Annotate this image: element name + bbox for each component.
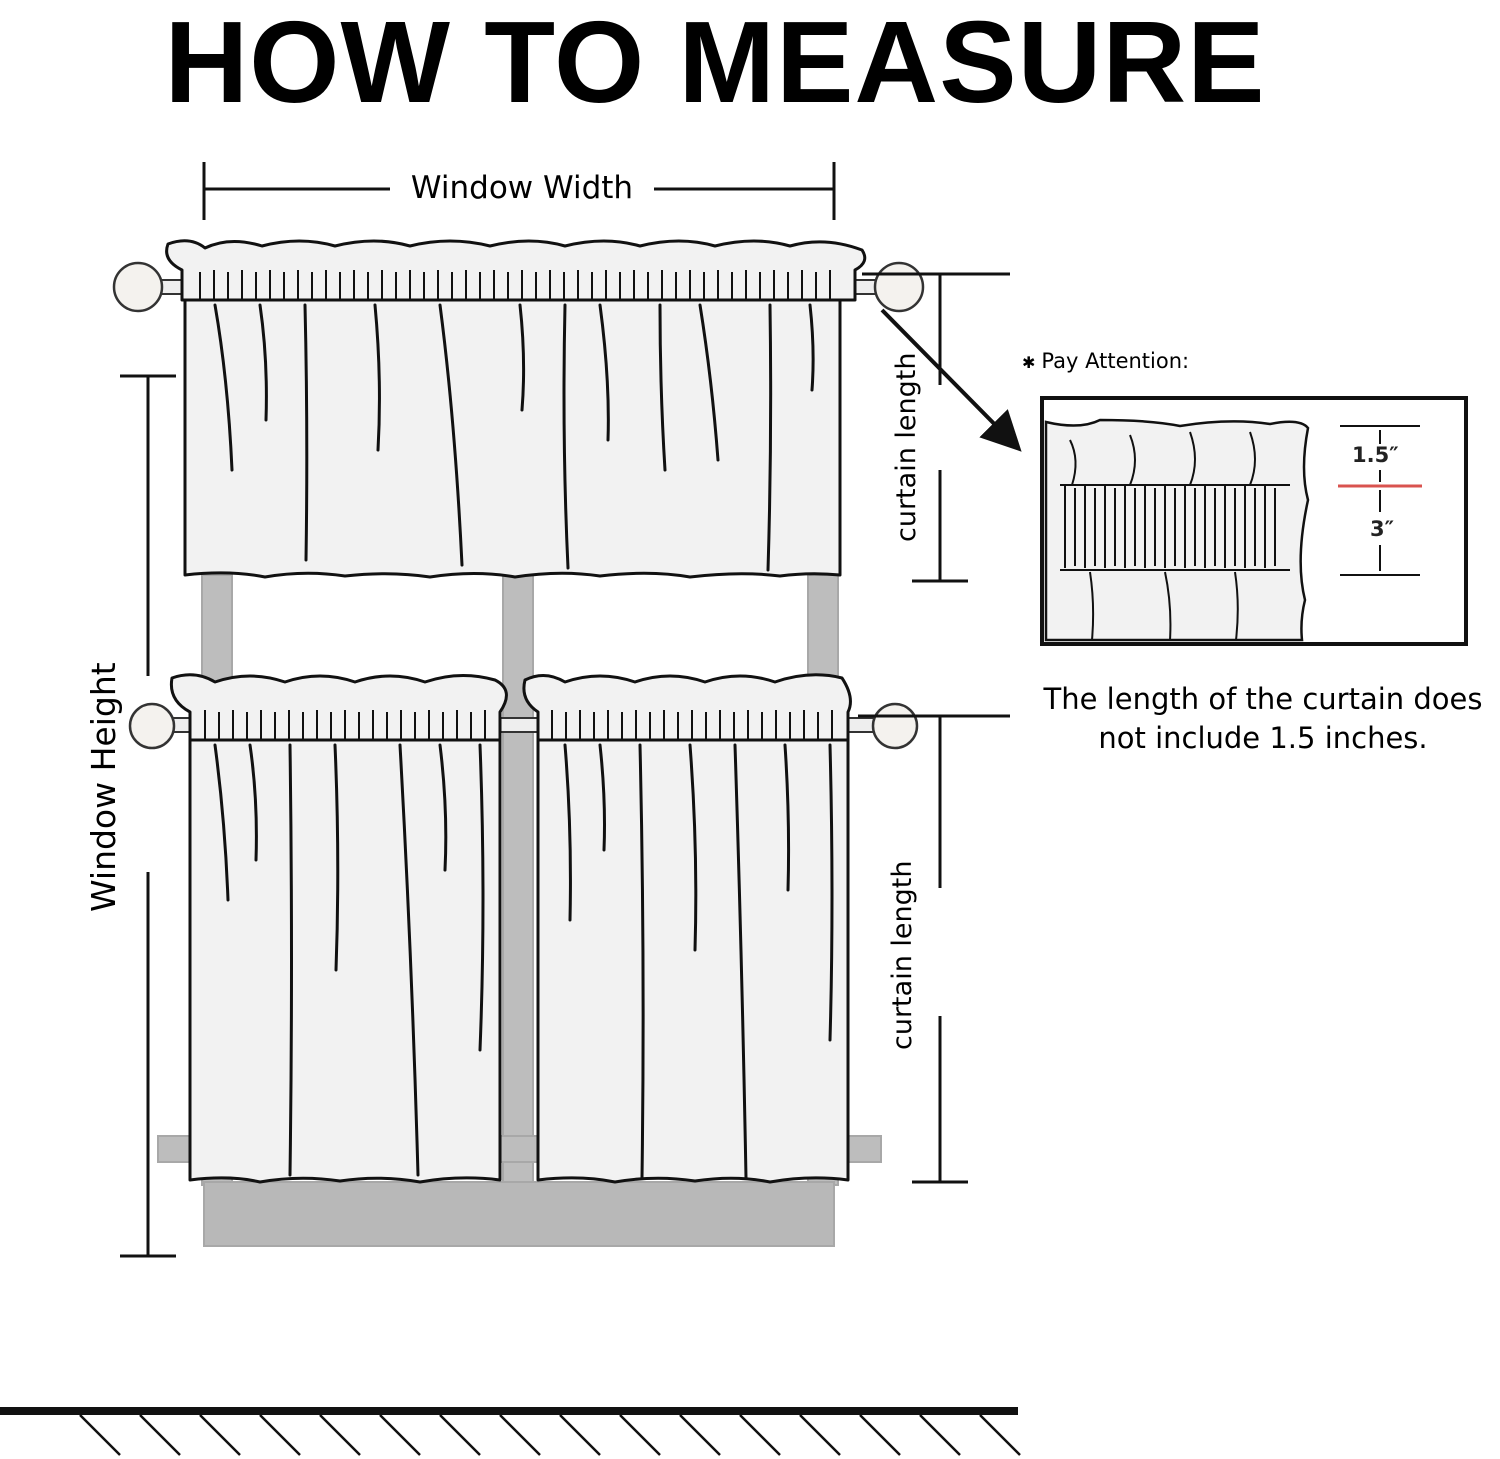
tier-panel-right: [522, 673, 852, 1184]
page-title: HOW TO MEASURE: [164, 0, 1266, 127]
pay-attention-heading: ✱ Pay Attention:: [1022, 346, 1189, 378]
curtain-length-dimension-bottom: [858, 714, 1010, 1184]
detail-dimension-top: 1.5″: [1352, 443, 1399, 467]
length-note-line-2: not include 1.5 inches.: [1098, 721, 1428, 755]
curtain-length-label-top: curtain length: [891, 352, 922, 542]
detail-pointer-arrow: [880, 308, 1022, 452]
length-note-line-1: The length of the curtain does: [1043, 682, 1483, 716]
rod-finial-right: [871, 702, 919, 750]
pay-attention-text: Pay Attention:: [1041, 349, 1190, 373]
rod-finial-left: [112, 261, 164, 313]
length-note: The length of the curtain does not inclu…: [1018, 680, 1500, 758]
rod-pocket-detail-box: [1040, 396, 1468, 646]
window-height-dimension: [120, 374, 176, 1258]
window-height-label: Window Height: [84, 662, 123, 912]
detail-dimension-bottom: 3″: [1370, 517, 1394, 541]
star-icon: ✱: [1022, 353, 1036, 372]
top-valance: [165, 239, 867, 579]
curtain-length-dimension-top: [862, 272, 1010, 583]
window-width-label: Window Width: [390, 168, 654, 208]
rod-finial-left: [128, 702, 176, 750]
curtain-length-label-bottom: curtain length: [887, 860, 918, 1050]
floor: [0, 1407, 1021, 1456]
rod-finial-right: [873, 261, 925, 313]
tier-panel-left: [169, 673, 508, 1184]
